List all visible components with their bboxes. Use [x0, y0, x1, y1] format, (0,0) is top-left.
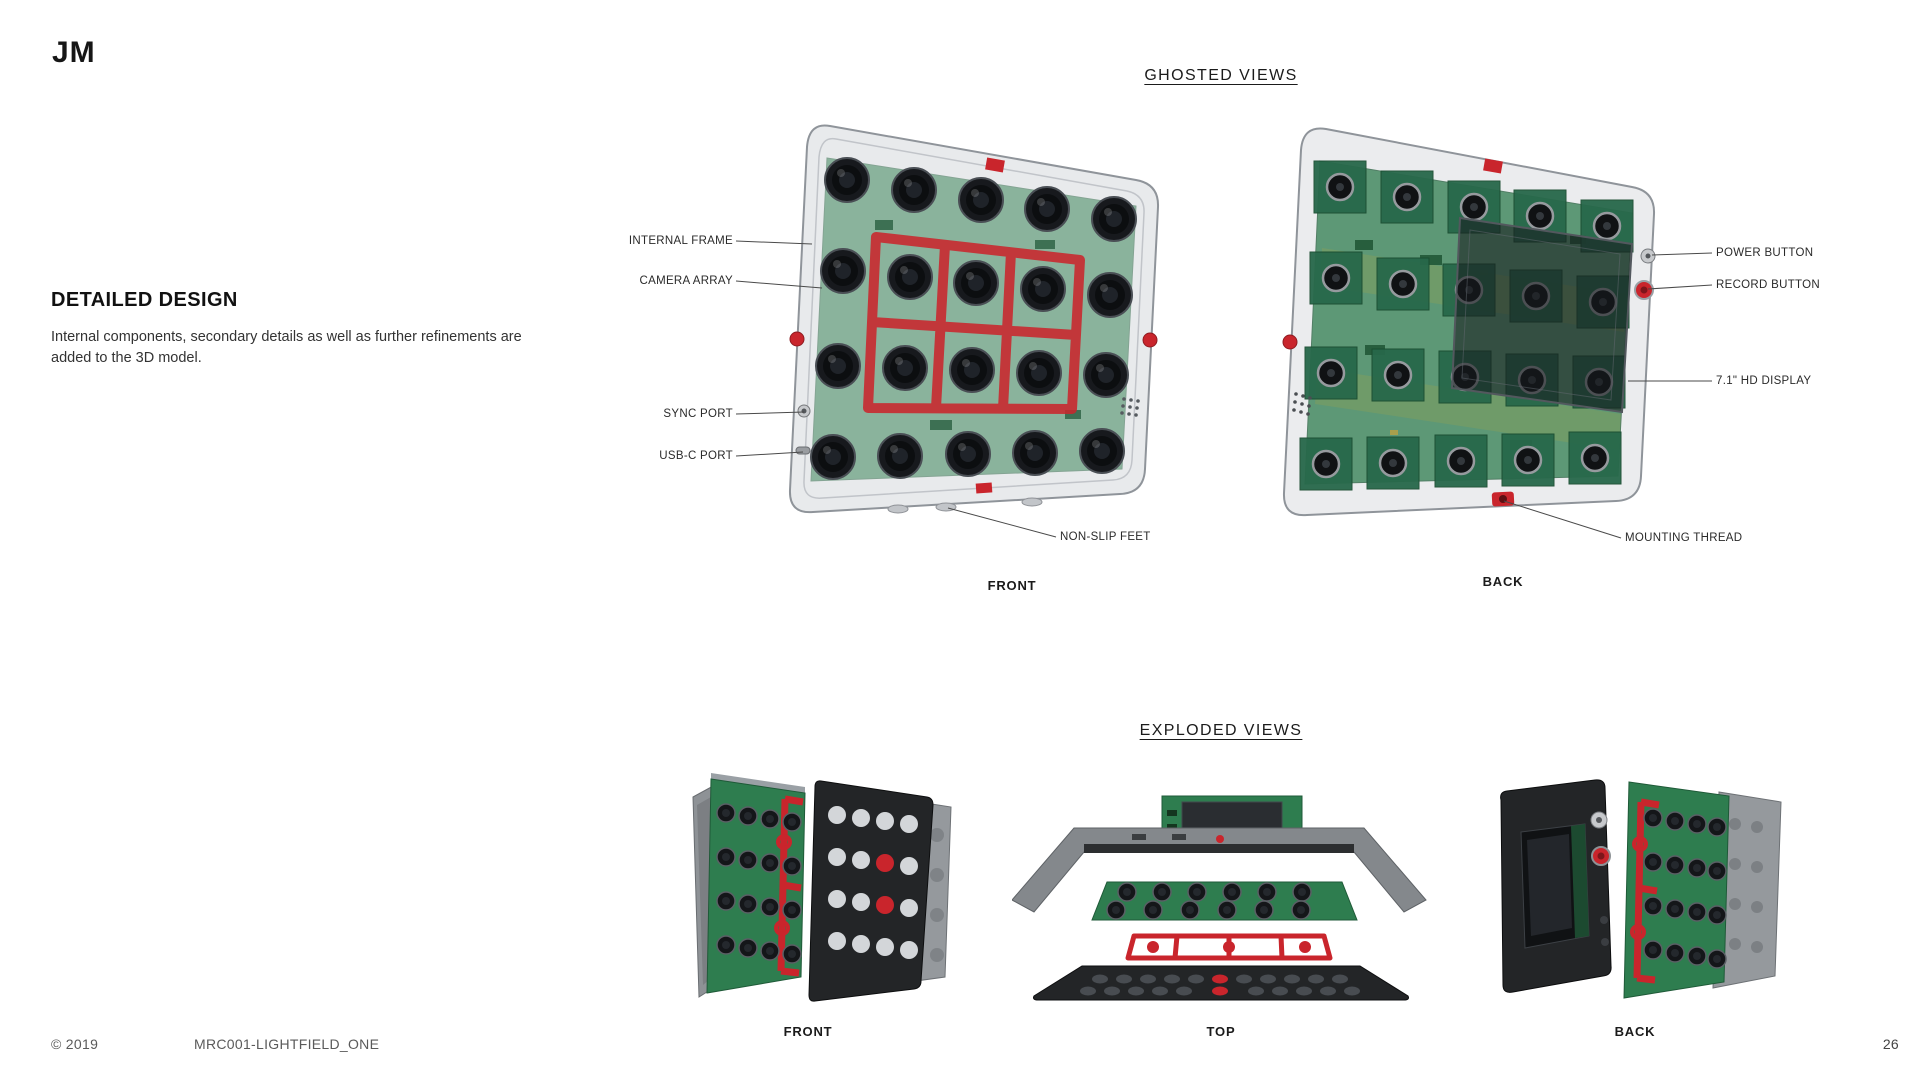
callout-power-button: POWER BUTTON	[1716, 247, 1814, 259]
callout-record-button: RECORD BUTTON	[1716, 279, 1820, 291]
exploded-back-render	[1500, 779, 1782, 999]
exf-camera-board	[706, 773, 806, 994]
exploded-top-caption: TOP	[1206, 1024, 1236, 1039]
record-button	[1634, 280, 1654, 300]
ghosted-back-render	[1282, 127, 1656, 517]
ghosted-front-caption: FRONT	[987, 578, 1037, 593]
callout-non-slip-feet: NON-SLIP FEET	[1060, 531, 1151, 543]
speaker-grille	[1120, 397, 1140, 417]
exb-perforated-plate	[1712, 791, 1782, 989]
callout-sync-port: SYNC PORT	[663, 408, 733, 420]
exploded-views-title: EXPLODED VIEWS	[1139, 722, 1303, 739]
back-speaker-grille	[1292, 392, 1312, 416]
callout-usb-c-port: USB-C PORT	[659, 450, 733, 462]
footer-page-number: 26	[1882, 1036, 1899, 1052]
ext-back-shell	[1012, 827, 1427, 913]
footer-project-code: MRC001-LIGHTFIELD_ONE	[194, 1036, 380, 1052]
callout-mounting-thread: MOUNTING THREAD	[1625, 532, 1743, 544]
exploded-front-caption: FRONT	[783, 1024, 833, 1039]
exf-faceplate	[808, 780, 934, 1002]
exb-record-button	[1591, 846, 1611, 866]
ghosted-views-title: GHOSTED VIEWS	[1144, 67, 1298, 84]
footer-copyright: © 2019	[51, 1036, 99, 1052]
ext-internal-frame	[1125, 933, 1333, 961]
callout-hd-display: 7.1" HD DISPLAY	[1716, 375, 1812, 387]
ghosted-front-render	[788, 124, 1160, 514]
intro-body: Internal components, secondary details a…	[51, 329, 522, 367]
front-internal-frame	[863, 232, 1085, 414]
ext-camera-board	[1091, 881, 1358, 921]
hd-display	[1450, 216, 1634, 414]
non-slip-feet	[887, 497, 1043, 514]
exploded-back-caption: BACK	[1614, 1024, 1656, 1039]
usb-c-port	[795, 446, 811, 455]
ghosted-back-caption: BACK	[1482, 574, 1524, 589]
exb-camera-board	[1623, 781, 1730, 999]
exploded-front-render	[692, 773, 952, 1002]
logo: JM	[52, 36, 96, 69]
callout-internal-frame: INTERNAL FRAME	[628, 235, 733, 247]
callout-camera-array: CAMERA ARRAY	[639, 275, 733, 287]
exb-back-shell	[1500, 779, 1612, 993]
ext-faceplate	[1033, 965, 1409, 1001]
exploded-top-render	[1012, 795, 1427, 1001]
intro-panel: DETAILED DESIGN Internal components, sec…	[51, 289, 531, 369]
mounting-thread	[1491, 491, 1515, 507]
power-button	[1640, 248, 1656, 264]
exb-power-button	[1590, 811, 1608, 829]
front-edge-details	[789, 157, 1158, 514]
sync-port	[797, 404, 811, 418]
page-title: DETAILED DESIGN	[51, 289, 238, 311]
